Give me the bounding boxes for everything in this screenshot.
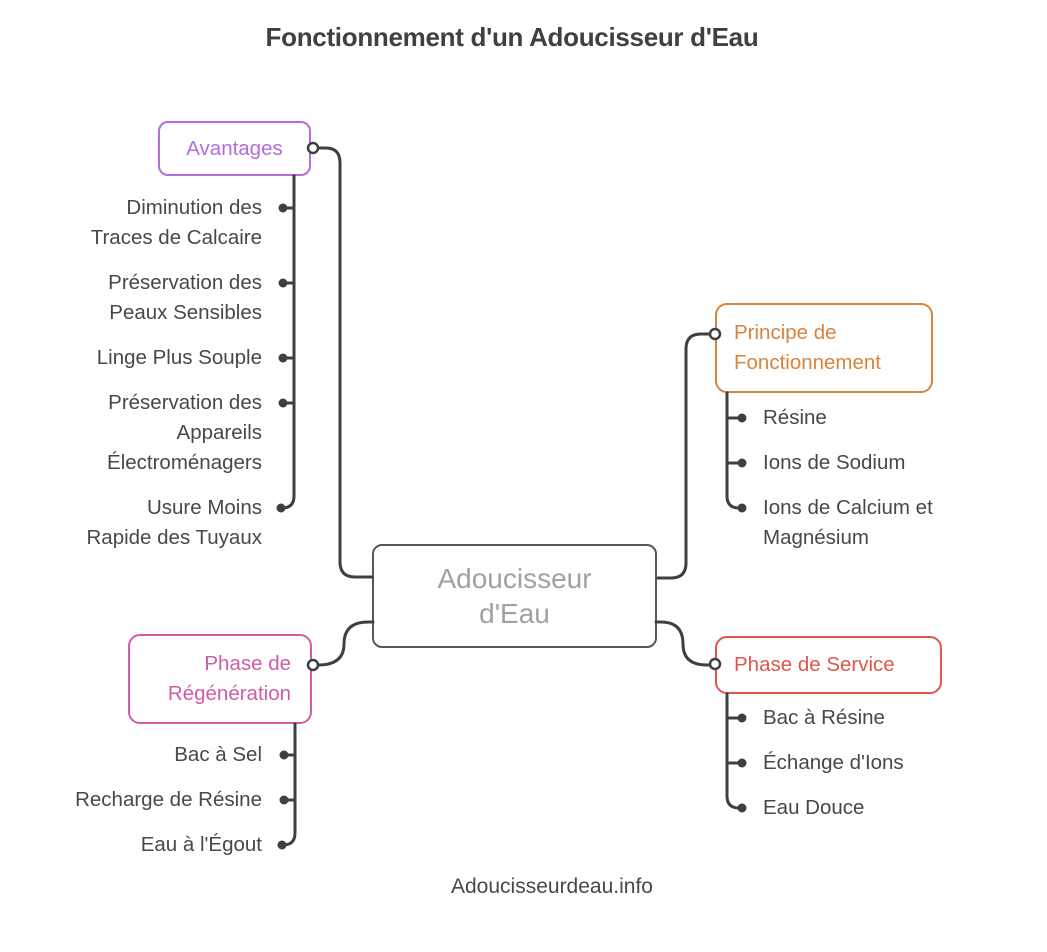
principe-child-spine xyxy=(725,391,741,510)
child-dot xyxy=(279,795,289,805)
connector-service-center xyxy=(654,620,718,667)
child-label-regeneration-2: Eau à l'Égout xyxy=(140,833,262,856)
central-node-label: Adoucisseur d'Eau xyxy=(437,563,592,629)
child-label-avantages-3: Préservation des Appareils Électroménage… xyxy=(107,391,262,474)
child-dot xyxy=(278,278,288,288)
child-label-avantages-0: Diminution des Traces de Calcaire xyxy=(90,196,262,249)
child-label-principe-1: Ions de Sodium xyxy=(763,451,906,474)
child-dot xyxy=(737,758,747,768)
branch-node-principe: Principe de Fonctionnement xyxy=(715,303,933,393)
connector-principe-center xyxy=(656,332,717,580)
child-dot xyxy=(737,458,747,468)
child-dot xyxy=(278,203,288,213)
child-dot xyxy=(737,413,747,423)
branch-node-avantages: Avantages xyxy=(158,121,311,176)
child-label-avantages-1: Préservation des Peaux Sensibles xyxy=(108,271,262,324)
child-label-avantages-2: Linge Plus Souple xyxy=(96,346,262,369)
child-dot xyxy=(277,840,287,850)
branch-node-regeneration-label: Phase de Régénération xyxy=(167,652,291,705)
child-dot xyxy=(737,803,747,813)
child-dot xyxy=(279,750,289,760)
branch-node-service-label: Phase de Service xyxy=(734,653,895,676)
child-label-regeneration-1: Recharge de Résine xyxy=(75,788,262,811)
branch-node-service: Phase de Service xyxy=(715,636,942,694)
child-dot xyxy=(278,398,288,408)
child-dot xyxy=(737,503,747,513)
child-label-service-1: Échange d'Ions xyxy=(763,751,904,774)
child-label-avantages-4: Usure Moins Rapide des Tuyaux xyxy=(86,496,262,549)
connector-avantages-center xyxy=(311,146,374,579)
service-child-spine xyxy=(725,692,741,810)
child-dot xyxy=(276,503,286,513)
child-label-regeneration-0: Bac à Sel xyxy=(174,743,262,766)
footer-text: Adoucisseurdeau.info xyxy=(451,875,653,898)
child-dot xyxy=(737,713,747,723)
child-label-principe-0: Résine xyxy=(763,406,827,429)
child-dot xyxy=(278,353,288,363)
child-label-service-0: Bac à Résine xyxy=(763,706,885,729)
branch-node-avantages-label: Avantages xyxy=(186,136,283,160)
avantages-child-spine xyxy=(280,174,296,510)
branch-node-regeneration: Phase de Régénération xyxy=(128,634,312,724)
branch-node-principe-label: Principe de Fonctionnement xyxy=(734,321,882,374)
connector-regeneration-center xyxy=(311,620,375,667)
central-node: Adoucisseur d'Eau xyxy=(372,544,657,648)
child-label-principe-2: Ions de Calcium et Magnésium xyxy=(763,496,933,549)
page-title: Fonctionnement d'un Adoucisseur d'Eau xyxy=(265,22,759,52)
regeneration-child-spine xyxy=(281,722,297,847)
child-label-service-2: Eau Douce xyxy=(763,796,865,819)
